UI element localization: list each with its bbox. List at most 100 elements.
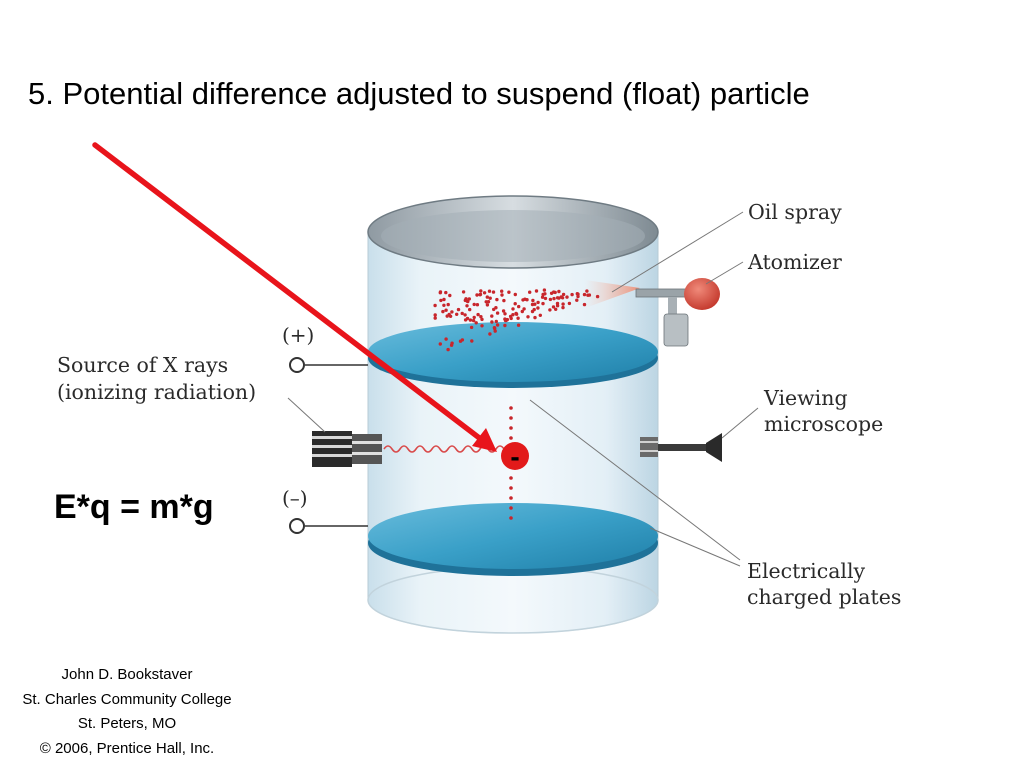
- oil-droplet: [500, 289, 504, 293]
- oil-droplet: [540, 295, 545, 299]
- oil-droplet: [441, 309, 445, 314]
- falling-droplet: [509, 416, 513, 420]
- positive-terminal: [289, 357, 305, 373]
- oil-droplet: [531, 298, 535, 303]
- oil-droplet: [516, 323, 521, 327]
- oil-droplet: [526, 315, 530, 319]
- falling-droplet: [509, 476, 513, 480]
- oil-droplet: [488, 296, 492, 300]
- oil-droplet: [561, 292, 566, 297]
- oil-droplet: [446, 347, 450, 352]
- oil-droplet: [528, 290, 532, 294]
- oil-droplet: [442, 297, 446, 302]
- oil-droplet: [520, 309, 524, 314]
- oil-droplet: [543, 296, 548, 301]
- oil-droplet: [502, 298, 506, 303]
- oil-droplet: [514, 311, 518, 316]
- oil-droplet: [570, 292, 574, 297]
- suspended-particle: [501, 442, 529, 470]
- oil-droplet: [438, 291, 442, 295]
- oil-droplet: [460, 338, 465, 342]
- oil-droplet: [551, 305, 556, 309]
- oil-droplet: [501, 309, 506, 313]
- oil-spray-cone: [585, 280, 640, 308]
- oil-droplet: [492, 307, 496, 312]
- oil-droplet: [471, 318, 476, 323]
- force-balance-equation: E*q = m*g: [54, 488, 214, 526]
- oil-droplet: [561, 302, 565, 306]
- oil-droplet: [472, 315, 476, 320]
- particle-charge-label: -: [510, 441, 519, 472]
- oil-droplet: [485, 295, 489, 299]
- oil-droplet: [487, 289, 492, 293]
- oil-droplet: [500, 293, 504, 297]
- oil-droplet: [511, 307, 515, 311]
- atomizer-label: Atomizer: [747, 250, 842, 274]
- oil-droplet: [595, 294, 600, 299]
- oil-droplet: [552, 290, 556, 294]
- red-arrow: [92, 142, 497, 452]
- oil-droplet: [554, 307, 558, 311]
- oil-droplet: [494, 319, 498, 324]
- plates-label-line2: charged plates: [747, 585, 901, 609]
- oil-droplet: [479, 289, 483, 293]
- oil-droplet: [582, 302, 587, 307]
- oil-droplet: [470, 339, 474, 343]
- oil-spray-label: Oil spray: [748, 200, 842, 224]
- oil-droplet: [468, 307, 472, 312]
- oil-droplet: [480, 324, 484, 328]
- oil-droplet: [482, 291, 487, 295]
- oil-droplet: [448, 293, 452, 298]
- oil-droplet: [475, 293, 479, 297]
- oil-droplet: [516, 316, 520, 320]
- oil-droplet: [446, 302, 450, 307]
- oil-droplet: [465, 316, 470, 321]
- oil-droplet: [450, 310, 454, 314]
- atomizer: [635, 278, 720, 347]
- falling-droplet: [509, 426, 513, 430]
- oil-droplet: [465, 304, 469, 308]
- oil-droplet: [491, 290, 496, 294]
- oil-droplet: [534, 289, 539, 293]
- oil-droplet: [533, 315, 537, 320]
- oil-droplet: [548, 308, 552, 312]
- microscope: [640, 433, 722, 462]
- plates-label-line1: Electrically: [747, 559, 866, 583]
- oil-droplet: [561, 305, 565, 310]
- oil-droplet: [536, 306, 540, 310]
- oil-droplet: [490, 314, 494, 318]
- oil-droplet: [576, 294, 580, 299]
- falling-droplet: [509, 436, 513, 440]
- oil-droplet: [461, 290, 466, 294]
- oil-droplet: [503, 312, 507, 316]
- oil-droplet: [460, 311, 464, 316]
- oil-droplet: [456, 307, 461, 312]
- oil-droplet: [548, 297, 553, 302]
- oil-droplet: [480, 317, 484, 322]
- oil-droplet: [438, 342, 442, 346]
- oil-droplet: [493, 329, 497, 333]
- oil-droplet: [492, 326, 497, 330]
- oil-droplet: [444, 290, 448, 295]
- lower-plate: [368, 503, 658, 576]
- oil-droplet: [463, 313, 467, 317]
- x-ray-source: [312, 431, 382, 467]
- oil-droplet: [513, 292, 517, 297]
- viewing-label-line1: Viewing: [763, 386, 848, 410]
- x-ray-label-line1: Source of X rays: [57, 353, 228, 377]
- oil-droplet: [555, 296, 560, 300]
- credits: John D. Bookstaver St. Charles Community…: [0, 663, 254, 761]
- falling-droplet: [509, 506, 513, 510]
- oil-droplet: [523, 297, 527, 301]
- oil-droplet: [582, 292, 587, 297]
- oil-droplet: [444, 308, 448, 312]
- oil-droplet: [503, 323, 507, 328]
- oil-droplet: [495, 311, 500, 315]
- oil-droplet: [557, 289, 561, 294]
- viewing-label-line2: microscope: [764, 412, 883, 436]
- oil-droplet: [450, 341, 454, 345]
- oil-droplet: [559, 295, 563, 299]
- leader-lines: [287, 211, 759, 567]
- oil-droplet: [507, 290, 511, 294]
